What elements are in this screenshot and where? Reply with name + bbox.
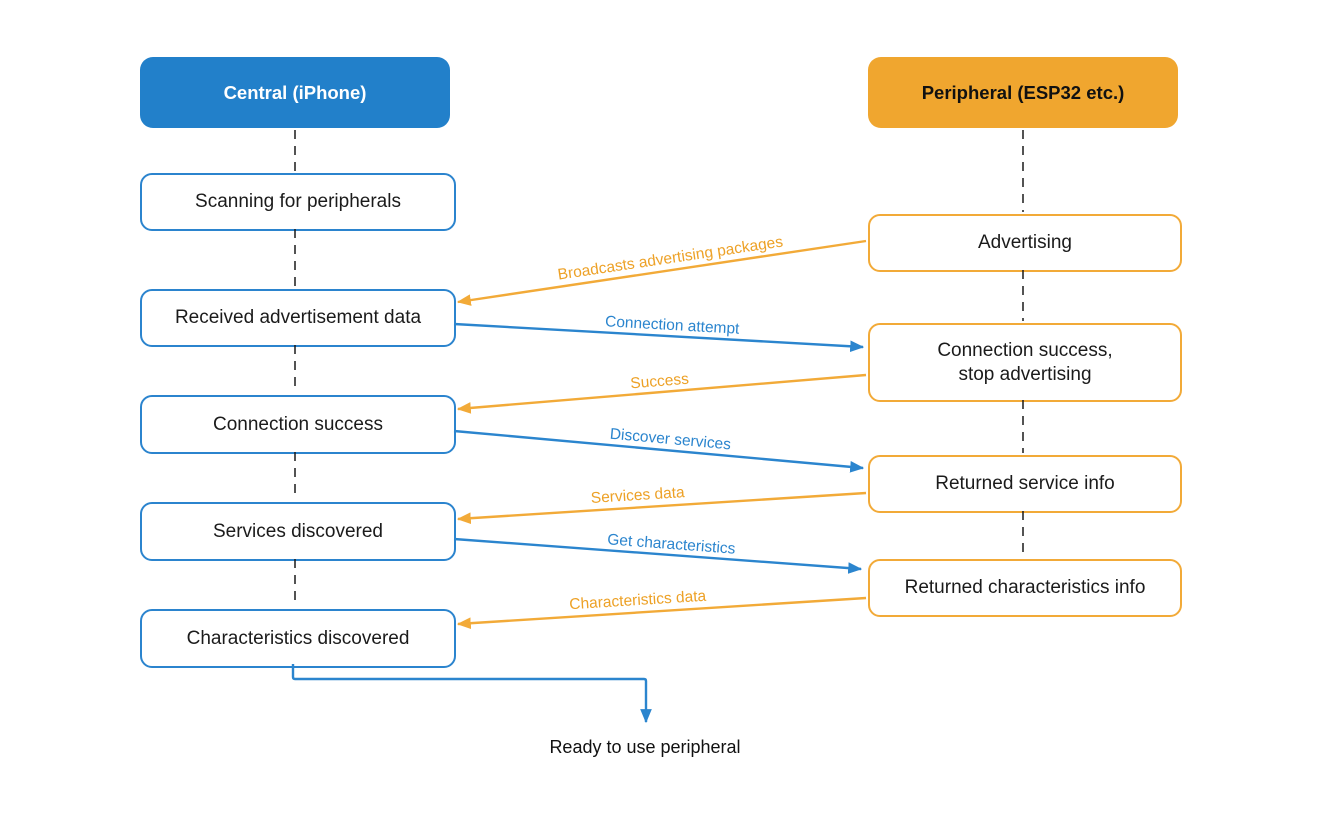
- message-label-discover-services: Discover services: [609, 426, 732, 454]
- step-returned-characteristics-info: Returned characteristics info: [868, 559, 1182, 617]
- result-label: Ready to use peripheral: [549, 737, 741, 757]
- step-received-advertisement-data: Received advertisement data: [140, 289, 456, 347]
- arrow-ready-to-use: [291, 664, 652, 724]
- arrow-broadcasts-advertising-packages: [456, 239, 867, 306]
- step-characteristics-discovered: Characteristics discovered: [140, 609, 456, 668]
- arrow-characteristics-data: [456, 596, 867, 630]
- step-connection-success: Connection success: [140, 395, 456, 454]
- step-services-discovered: Services discovered: [140, 502, 456, 561]
- arrow-success: [456, 373, 867, 414]
- message-label-success: Success: [630, 371, 690, 393]
- message-label-broadcasts-advertising-packages: Broadcasts advertising packages: [557, 233, 785, 283]
- step-connection-success-stop-advertising: Connection success, stop advertising: [868, 323, 1182, 402]
- actor-central-header: Central (iPhone): [140, 57, 450, 128]
- message-label-connection-attempt: Connection attempt: [605, 313, 741, 338]
- arrow-services-data: [456, 491, 867, 525]
- arrow-discover-services: [453, 429, 865, 473]
- step-scanning-for-peripherals: Scanning for peripherals: [140, 173, 456, 231]
- arrow-get-characteristics: [453, 537, 863, 574]
- message-label-services-data: Services data: [590, 484, 685, 507]
- actor-peripheral-header: Peripheral (ESP32 etc.): [868, 57, 1178, 128]
- arrow-connection-attempt: [453, 322, 865, 353]
- step-returned-service-info: Returned service info: [868, 455, 1182, 513]
- step-advertising: Advertising: [868, 214, 1182, 272]
- message-label-characteristics-data: Characteristics data: [569, 588, 707, 614]
- message-label-get-characteristics: Get characteristics: [607, 531, 736, 557]
